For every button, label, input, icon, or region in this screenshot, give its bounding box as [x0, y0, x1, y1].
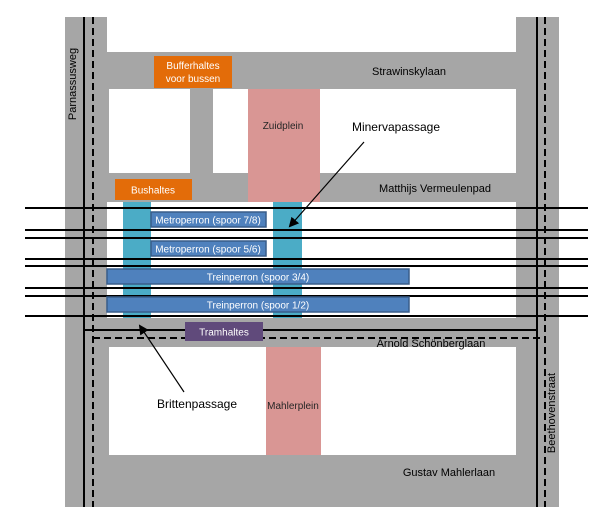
bushaltes-label: Bushaltes — [131, 186, 175, 197]
treinperron-12 — [106, 296, 410, 313]
block-north-east — [320, 89, 516, 173]
arnold-schonberglaan-label: Arnold Schönberglaan — [377, 338, 486, 350]
minervapassage-arrow — [288, 141, 365, 228]
bufferhaltes-box: Bufferhaltes voor bussen — [154, 56, 232, 88]
bufferhaltes-label-line2: voor bussen — [166, 74, 220, 85]
parnassusweg-label: Parnassusweg — [67, 48, 79, 120]
building-blocks — [109, 89, 516, 455]
block-north-west — [109, 89, 190, 173]
bushaltes-box: Bushaltes — [115, 179, 192, 200]
bushaltes-rect — [115, 179, 192, 200]
metroperron-56 — [150, 240, 267, 257]
gustav-mahlerlaan-label: Gustav Mahlerlaan — [403, 467, 495, 479]
brittenpassage-arrow — [138, 324, 185, 393]
brittenpassage-label: Brittenpassage — [157, 397, 237, 411]
matthijs-vermeulenpad-label: Matthijs Vermeulenpad — [379, 183, 491, 195]
block-south-east — [321, 347, 516, 455]
bufferhaltes-label-line1: Bufferhaltes — [166, 61, 219, 72]
metroperron-56-label: Metroperron (spoor 5/6) — [155, 245, 261, 256]
rail-lines — [25, 207, 588, 317]
tramhaltes-rect — [185, 322, 263, 341]
bufferhaltes-rect — [154, 56, 232, 88]
tramhaltes-label: Tramhaltes — [199, 328, 249, 339]
beethovenstraat-label: Beethovenstraat — [546, 373, 558, 453]
treinperron-34-label: Treinperron (spoor 3/4) — [207, 273, 309, 284]
metroperron-78-label: Metroperron (spoor 7/8) — [155, 216, 261, 227]
zuidplein-square — [248, 89, 320, 202]
platforms: Metroperron (spoor 7/8) Metroperron (spo… — [106, 211, 410, 313]
block-south-west — [109, 347, 266, 455]
tram-lines — [83, 17, 546, 507]
tramhaltes-box: Tramhaltes — [185, 322, 263, 341]
zuidplein-label: Zuidplein — [263, 121, 304, 132]
metroperron-78 — [150, 211, 267, 228]
treinperron-34 — [106, 268, 410, 285]
strawinskylaan-label: Strawinskylaan — [372, 66, 446, 78]
treinperron-12-label: Treinperron (spoor 1/2) — [207, 301, 309, 312]
minervapassage-label: Minervapassage — [352, 120, 440, 134]
block-north-middle — [213, 89, 249, 173]
mahlerplein-label: Mahlerplein — [267, 401, 319, 412]
mahlerplein-square — [266, 347, 321, 455]
